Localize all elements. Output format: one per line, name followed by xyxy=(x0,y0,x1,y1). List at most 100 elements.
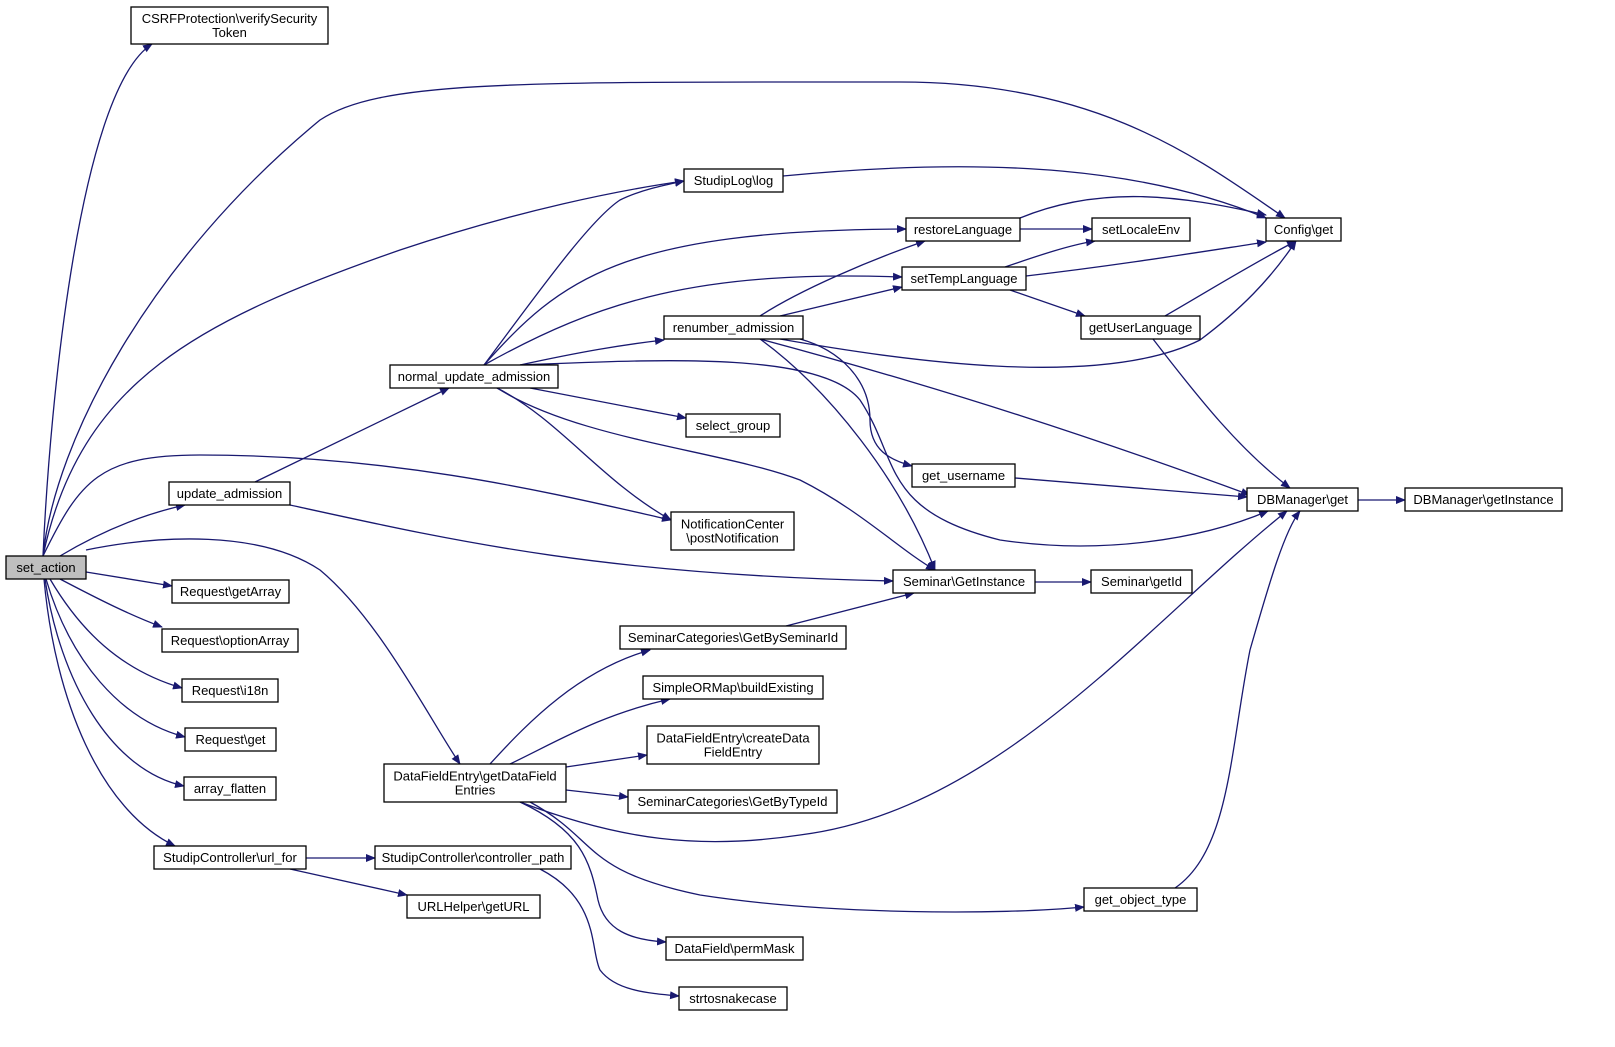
node-set_action[interactable]: set_action xyxy=(5,555,87,580)
edge-studiplog-to-config_get xyxy=(782,166,1267,219)
edge-set_action-to-studiplog xyxy=(42,178,685,557)
edge-dfe_get-to-get_obj_type xyxy=(529,801,1085,913)
node-semcat_bytype[interactable]: SeminarCategories\GetByTypeId xyxy=(627,789,838,814)
node-box xyxy=(646,725,820,765)
node-label: Request\getArray xyxy=(180,584,282,599)
node-label: select_group xyxy=(696,418,770,433)
node-urlhelper[interactable]: URLHelper\getURL xyxy=(406,894,541,919)
node-label: Request\optionArray xyxy=(171,633,290,648)
node-studiplog[interactable]: StudipLog\log xyxy=(683,168,784,193)
node-get_username[interactable]: get_username xyxy=(911,463,1016,488)
node-label: DataFieldEntry\createData xyxy=(656,731,810,746)
edge-dfe_get-to-df_perm xyxy=(519,801,667,946)
edge-semcat_bysem-to-sem_inst xyxy=(785,591,915,627)
node-box xyxy=(153,845,307,870)
node-label: normal_update_admission xyxy=(398,369,550,384)
edge-update_adm-to-sem_inst xyxy=(289,504,894,585)
node-label: DataFieldEntry\getDataField xyxy=(393,769,556,784)
node-dbm_inst[interactable]: DBManager\getInstance xyxy=(1404,487,1563,512)
edge-getuserlang-to-dbm_get xyxy=(1152,338,1291,489)
node-box xyxy=(663,315,804,340)
node-array_flatten[interactable]: array_flatten xyxy=(183,776,277,801)
node-box xyxy=(406,894,541,919)
node-box xyxy=(161,628,299,653)
node-sc_ctrl[interactable]: StudipController\controller_path xyxy=(374,845,572,870)
edge-dfe_get-to-sorm xyxy=(509,697,671,765)
node-box xyxy=(901,266,1027,291)
node-label: StudipController\controller_path xyxy=(382,850,565,865)
node-label: URLHelper\getURL xyxy=(418,899,530,914)
edge-renumber-to-get_username xyxy=(799,338,913,468)
node-label: Entries xyxy=(455,783,496,798)
node-normal_update[interactable]: normal_update_admission xyxy=(389,364,559,389)
edge-dfe_get-to-dbm_get xyxy=(519,510,1288,843)
node-sem_inst[interactable]: Seminar\GetInstance xyxy=(892,569,1036,594)
node-label: update_admission xyxy=(177,486,283,501)
node-box xyxy=(905,217,1021,242)
edge-settemplang-to-config_get xyxy=(1025,239,1267,277)
node-label: Config\get xyxy=(1274,222,1334,237)
edge-renumber-to-restorelang xyxy=(759,240,926,317)
node-label: strtosnakecase xyxy=(689,991,776,1006)
edge-get_obj_type-to-dbm_get xyxy=(1174,510,1301,889)
node-restorelang[interactable]: restoreLanguage xyxy=(905,217,1021,242)
node-label: getUserLanguage xyxy=(1089,320,1192,335)
node-box xyxy=(5,555,87,580)
node-select_group[interactable]: select_group xyxy=(685,413,781,438)
node-label: setTempLanguage xyxy=(911,271,1018,286)
node-renumber[interactable]: renumber_admission xyxy=(663,315,804,340)
node-req_option[interactable]: Request\optionArray xyxy=(161,628,299,653)
edge-set_action-to-config_get xyxy=(42,81,1286,557)
node-label: set_action xyxy=(16,560,75,575)
edge-set_action-to-notif xyxy=(42,454,672,557)
node-box xyxy=(685,413,781,438)
node-label: SimpleORMap\buildExisting xyxy=(652,680,813,695)
node-box xyxy=(678,986,788,1011)
edge-set_action-to-req_i18n xyxy=(49,578,183,690)
node-settemplang[interactable]: setTempLanguage xyxy=(901,266,1027,291)
node-label: Seminar\GetInstance xyxy=(903,574,1025,589)
node-strtosnake[interactable]: strtosnakecase xyxy=(678,986,788,1011)
node-box xyxy=(374,845,572,870)
node-box xyxy=(168,481,291,506)
edge-sc_ctrl-to-strtosnake xyxy=(539,868,680,1000)
node-df_perm[interactable]: DataField\permMask xyxy=(665,936,804,961)
edge-normal_update-to-dbm_get xyxy=(519,360,1269,547)
node-dbm_get[interactable]: DBManager\get xyxy=(1246,487,1359,512)
node-req_get[interactable]: Request\get xyxy=(184,727,277,752)
node-label: Request\get xyxy=(195,732,265,747)
node-config_get[interactable]: Config\get xyxy=(1265,217,1342,242)
edge-dfe_get-to-semcat_bytype xyxy=(565,789,629,800)
edge-restorelang-to-config_get xyxy=(1019,195,1267,219)
node-label: get_username xyxy=(922,468,1005,483)
edge-set_action-to-csrf xyxy=(42,43,153,557)
edge-set_action-to-update_adm xyxy=(59,503,186,557)
edge-settemplang-to-setlocale xyxy=(1004,238,1096,268)
node-box xyxy=(1083,887,1198,912)
node-box xyxy=(171,579,290,604)
node-update_adm[interactable]: update_admission xyxy=(168,481,291,506)
node-label: \postNotification xyxy=(686,531,779,546)
node-sc_url[interactable]: StudipController\url_for xyxy=(153,845,307,870)
node-box xyxy=(389,364,559,389)
node-box xyxy=(1080,315,1201,340)
node-setlocale[interactable]: setLocaleEnv xyxy=(1091,217,1191,242)
node-req_i18n[interactable]: Request\i18n xyxy=(181,678,279,703)
node-label: restoreLanguage xyxy=(914,222,1012,237)
node-getuserlang[interactable]: getUserLanguage xyxy=(1080,315,1201,340)
node-box xyxy=(670,511,795,551)
node-get_obj_type[interactable]: get_object_type xyxy=(1083,887,1198,912)
node-req_getarray[interactable]: Request\getArray xyxy=(171,579,290,604)
node-semcat_bysem[interactable]: SeminarCategories\GetBySeminarId xyxy=(619,625,847,650)
edge-renumber-to-dbm_get xyxy=(759,338,1251,496)
node-sorm[interactable]: SimpleORMap\buildExisting xyxy=(642,675,824,700)
node-sem_getid[interactable]: Seminar\getId xyxy=(1090,569,1193,594)
node-label: DBManager\get xyxy=(1257,492,1348,507)
edge-normal_update-to-studiplog xyxy=(483,178,685,366)
node-label: array_flatten xyxy=(194,781,266,796)
edge-renumber-to-settemplang xyxy=(779,285,903,317)
node-notif[interactable]: NotificationCenter\postNotification xyxy=(670,511,795,551)
